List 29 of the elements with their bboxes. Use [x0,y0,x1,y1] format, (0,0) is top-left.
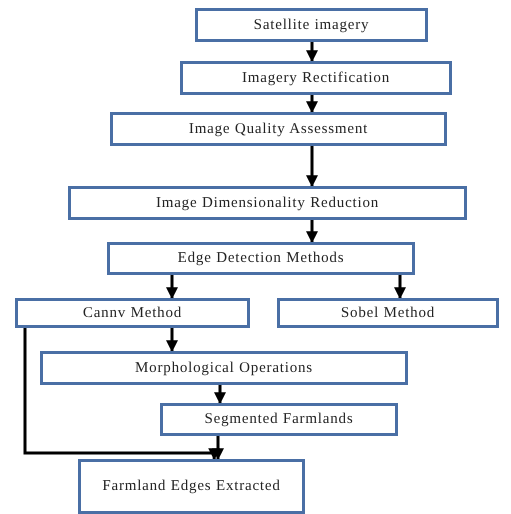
process-box [160,403,398,436]
process-box [78,459,305,514]
arrow [394,275,406,300]
box-label: Segmented Farmlands [204,410,354,429]
process-box [68,186,467,220]
process-box [107,242,415,275]
arrow [166,328,178,352]
box-label: Farmland Edges Extracted [102,477,281,496]
arrow [306,146,318,188]
process-box [110,112,447,146]
process-box [40,351,408,385]
process-box [15,298,250,328]
arrow [166,275,178,300]
box-label: Imagery Rectification [242,68,390,88]
arrow [214,385,226,404]
arrow [306,95,318,114]
process-box [180,61,452,95]
box-label: Sobel Method [340,304,436,322]
box-label: Morphological Operations [135,358,313,378]
process-box [277,298,499,328]
arrow [306,220,318,244]
box-label: Image Dimensionality Reduction [156,194,380,212]
process-box [195,8,428,42]
box-label: Edge Detection Methods [178,249,344,268]
box-label: Satellite imagery [254,16,370,34]
box-label: Cannv Method [82,304,182,322]
arrow [306,42,318,62]
box-label: Image Quality Assessment [188,120,368,138]
arrow [24,328,220,460]
